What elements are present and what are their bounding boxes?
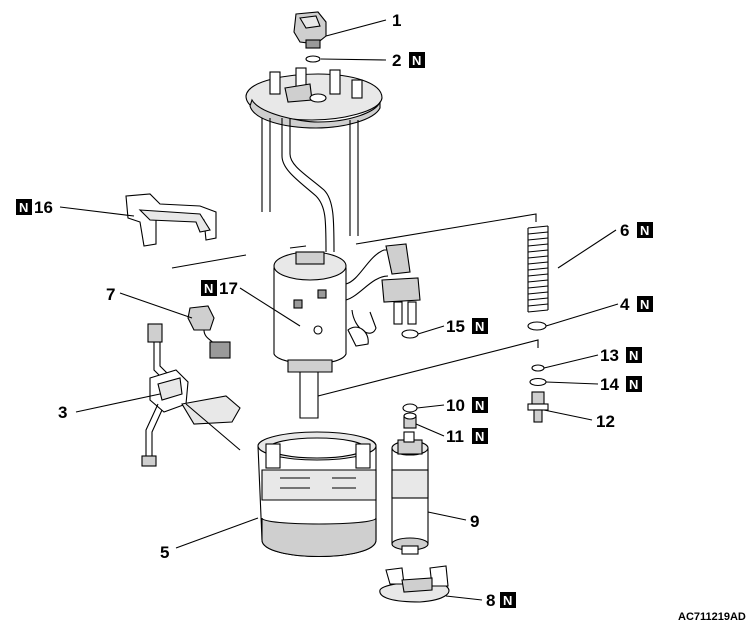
- callout-4: 4 N: [620, 295, 653, 314]
- new-part-marker: N: [629, 348, 638, 363]
- new-part-badge: [637, 222, 653, 238]
- new-part-marker: N: [640, 297, 649, 312]
- callout-15-number: 15: [446, 317, 465, 336]
- new-part-badge: [201, 280, 217, 296]
- callout-3-number: 3: [58, 403, 67, 422]
- callout-4-number: 4: [620, 295, 630, 314]
- new-part-marker: N: [475, 319, 484, 334]
- callout-13-number: 13: [600, 346, 619, 365]
- callout-2-number: 2: [392, 51, 401, 70]
- new-part-badge: [626, 376, 642, 392]
- callout-9-number: 9: [470, 512, 479, 531]
- part-3-level-gauge: [141, 323, 241, 467]
- part-1-connector: [293, 11, 327, 49]
- callout-3: 3: [58, 403, 67, 422]
- part-5-reservoir-cup: [257, 431, 377, 557]
- part-17-reservoir-module: [273, 243, 421, 419]
- callout-8-number: 8: [486, 591, 495, 610]
- callout-6-number: 6: [620, 221, 629, 240]
- new-part-marker: N: [640, 223, 649, 238]
- callout-1-number: 1: [392, 11, 401, 30]
- callout-6: 6 N: [620, 221, 653, 240]
- figure-id: AC711219AD: [678, 611, 746, 623]
- new-part-badge: [626, 347, 642, 363]
- callout-7-number: 7: [106, 285, 115, 304]
- callout-1: 1: [392, 11, 401, 30]
- callout-17: N 17: [201, 279, 238, 298]
- callout-13: 13 N: [600, 346, 642, 365]
- callout-12: 12: [596, 412, 615, 431]
- part-4-o-ring: [527, 321, 547, 331]
- part-11-filter: [403, 412, 417, 429]
- new-part-badge: [472, 318, 488, 334]
- callout-16-number: 16: [34, 198, 53, 217]
- new-part-badge: [472, 397, 488, 413]
- callout-2: 2 N: [392, 51, 425, 70]
- part-10-seal: [402, 403, 418, 413]
- new-part-marker: N: [503, 593, 512, 608]
- new-part-marker: N: [412, 53, 421, 68]
- part-8-base: [379, 565, 450, 603]
- callout-15: 15 N: [446, 317, 488, 336]
- new-part-marker: N: [19, 200, 28, 215]
- part-15-o-ring: [401, 329, 419, 339]
- new-part-badge: [637, 296, 653, 312]
- fuel-pump-flange: [245, 67, 383, 253]
- new-part-marker: N: [475, 398, 484, 413]
- callout-10-number: 10: [446, 396, 465, 415]
- part-2-o-ring: [305, 55, 321, 63]
- callout-11-number: 11: [446, 427, 464, 446]
- callout-14: 14 N: [600, 375, 642, 394]
- part-14-o-ring: [529, 377, 547, 387]
- callout-12-number: 12: [596, 412, 615, 431]
- new-part-marker: N: [204, 281, 213, 296]
- callout-9: 9: [470, 512, 479, 531]
- callout-17-number: 17: [219, 279, 238, 298]
- new-part-badge: [16, 199, 32, 215]
- callout-11: 11 N: [446, 427, 488, 446]
- new-part-badge: [500, 592, 516, 608]
- callout-5-number: 5: [160, 543, 169, 562]
- new-part-marker: N: [629, 377, 638, 392]
- part-16-bracket: [125, 193, 217, 247]
- part-12-fitting: [527, 391, 549, 423]
- callout-14-number: 14: [600, 375, 619, 394]
- part-6-spring: [527, 225, 549, 313]
- new-part-marker: N: [475, 429, 484, 444]
- callout-16: N 16: [16, 198, 53, 217]
- part-9-fuel-pump: [391, 431, 429, 555]
- part-7-sensor: [187, 305, 231, 359]
- new-part-badge: [472, 428, 488, 444]
- new-part-badge: [409, 52, 425, 68]
- part-13-o-ring: [531, 364, 545, 372]
- callout-10: 10 N: [446, 396, 488, 415]
- callout-5: 5: [160, 543, 169, 562]
- callout-7: 7: [106, 285, 115, 304]
- callout-8: 8 N: [486, 591, 516, 610]
